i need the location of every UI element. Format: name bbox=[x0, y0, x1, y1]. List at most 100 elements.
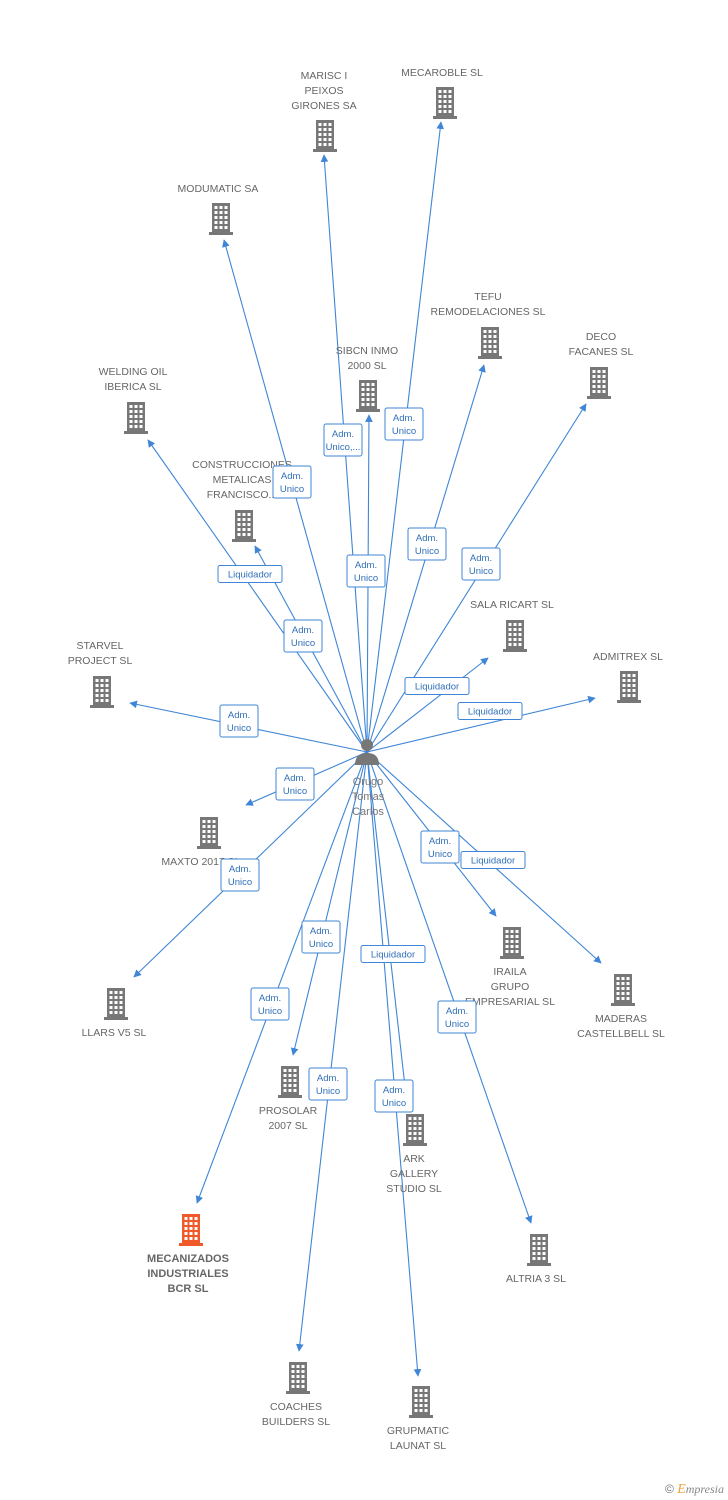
node-label: TEFU REMODELACIONES SL bbox=[431, 291, 546, 318]
role-label-modumatic[interactable]: Adm.Unico bbox=[272, 465, 312, 499]
building-icon bbox=[90, 676, 114, 708]
footer-brand[interactable]: © Empresia bbox=[665, 1482, 724, 1498]
role-label-line: Unico bbox=[354, 573, 378, 584]
node-admitrex[interactable]: ADMITREX SL bbox=[593, 651, 663, 703]
edge-line-coaches bbox=[295, 751, 368, 1352]
node-label-line: TEFU bbox=[474, 291, 501, 303]
center-label-line: Tomas bbox=[352, 791, 385, 803]
role-label-text: Adm. Unico bbox=[354, 560, 378, 584]
role-label-altria[interactable]: Adm.Unico bbox=[437, 1000, 477, 1034]
node-maxto[interactable]: MAXTO 2017 SL bbox=[161, 817, 241, 868]
role-label-line: Unico bbox=[382, 1098, 406, 1109]
role-label-deco[interactable]: Adm.Unico bbox=[461, 547, 501, 581]
building-icon bbox=[617, 671, 641, 703]
role-label-box bbox=[461, 547, 501, 581]
node-label-line: COACHES bbox=[270, 1401, 322, 1413]
node-label: MODUMATIC SA bbox=[178, 183, 259, 195]
role-label-coaches[interactable]: Adm.Unico bbox=[308, 1067, 348, 1101]
role-label-llars[interactable]: Adm.Unico bbox=[220, 858, 260, 892]
role-label-line: Adm. bbox=[470, 553, 492, 564]
role-label-line: Adm. bbox=[229, 864, 251, 875]
building-icon bbox=[356, 380, 380, 412]
role-label-line: Unico bbox=[309, 939, 333, 950]
role-label-iraila[interactable]: Adm.Unico bbox=[420, 830, 460, 864]
building-icon bbox=[179, 1214, 203, 1246]
role-label-text: Liquidador bbox=[371, 950, 415, 961]
role-label-line: Adm. bbox=[332, 429, 354, 440]
node-tefu[interactable]: TEFU REMODELACIONES SL bbox=[431, 291, 546, 359]
node-label-line: METALICAS bbox=[213, 474, 272, 486]
node-mecaroble[interactable]: MECAROBLE SL bbox=[401, 67, 483, 119]
role-label-mecanizados[interactable]: Adm.Unico bbox=[250, 987, 290, 1021]
node-label-line: MODUMATIC SA bbox=[178, 183, 259, 195]
role-label-text: Adm.Unico bbox=[258, 993, 282, 1017]
role-label-salaricart[interactable]: Liquidador bbox=[404, 677, 470, 695]
role-label-maxto[interactable]: Adm. Unico bbox=[275, 767, 315, 801]
role-label-line: Adm. bbox=[317, 1073, 339, 1084]
role-label-sibcn[interactable]: Adm. Unico bbox=[346, 554, 386, 588]
role-label-text: Adm.Unico bbox=[392, 413, 416, 437]
role-label-box bbox=[308, 1067, 348, 1101]
node-modumatic[interactable]: MODUMATIC SA bbox=[178, 183, 259, 235]
building-icon bbox=[478, 327, 502, 359]
node-label-line: INDUSTRIALES bbox=[147, 1268, 228, 1280]
role-label-welding[interactable]: Adm.Unico bbox=[283, 619, 323, 653]
node-altria[interactable]: ALTRIA 3 SL bbox=[506, 1234, 566, 1285]
node-label-line: FRANCISCO... bbox=[207, 489, 278, 501]
node-label-line: EMPRESARIAL SL bbox=[465, 996, 555, 1008]
role-label-mecaroble[interactable]: Adm.Unico bbox=[384, 407, 424, 441]
node-label: MECAROBLE SL bbox=[401, 67, 483, 79]
role-label-tefu[interactable]: Adm.Unico bbox=[407, 527, 447, 561]
node-label: SALA RICART SL bbox=[470, 599, 554, 611]
center-label-line: Orugo bbox=[353, 776, 384, 788]
role-label-admitrex[interactable]: Liquidador bbox=[457, 702, 523, 720]
role-label-line: Liquidador bbox=[371, 950, 415, 961]
role-label-construcciones[interactable]: Liquidador bbox=[217, 565, 283, 583]
role-label-box bbox=[220, 858, 260, 892]
role-label-line: Unico bbox=[283, 786, 307, 797]
node-label: ADMITREX SL bbox=[593, 651, 663, 663]
role-label-starvel[interactable]: Adm.Unico bbox=[219, 704, 259, 738]
node-salaricart[interactable]: SALA RICART SL bbox=[470, 599, 554, 652]
node-label-line: ARK bbox=[403, 1153, 425, 1165]
role-label-ark[interactable]: Liquidador bbox=[360, 945, 426, 963]
role-label-box bbox=[301, 920, 341, 954]
building-icon bbox=[587, 367, 611, 399]
node-label-line: MADERAS bbox=[595, 1013, 647, 1025]
edge-line-salaricart bbox=[366, 657, 489, 753]
role-label-maderas[interactable]: Liquidador bbox=[460, 851, 526, 869]
role-label-prosolar[interactable]: Adm.Unico bbox=[301, 920, 341, 954]
role-label-box bbox=[250, 987, 290, 1021]
node-llars[interactable]: LLARS V5 SL bbox=[82, 988, 147, 1039]
role-label-grupmatic[interactable]: Adm.Unico bbox=[374, 1079, 414, 1113]
node-label: ALTRIA 3 SL bbox=[506, 1273, 566, 1285]
node-label-line: REMODELACIONES SL bbox=[431, 306, 546, 318]
role-label-box bbox=[323, 423, 363, 457]
building-icon bbox=[104, 988, 128, 1020]
role-label-box bbox=[457, 702, 523, 720]
role-label-marisc[interactable]: Adm.Unico,... bbox=[323, 423, 363, 457]
role-label-line: Adm. bbox=[284, 773, 306, 784]
node-label-line: STARVEL bbox=[77, 640, 124, 652]
role-label-line: Adm. bbox=[259, 993, 281, 1004]
role-label-line: Adm. bbox=[355, 560, 377, 571]
